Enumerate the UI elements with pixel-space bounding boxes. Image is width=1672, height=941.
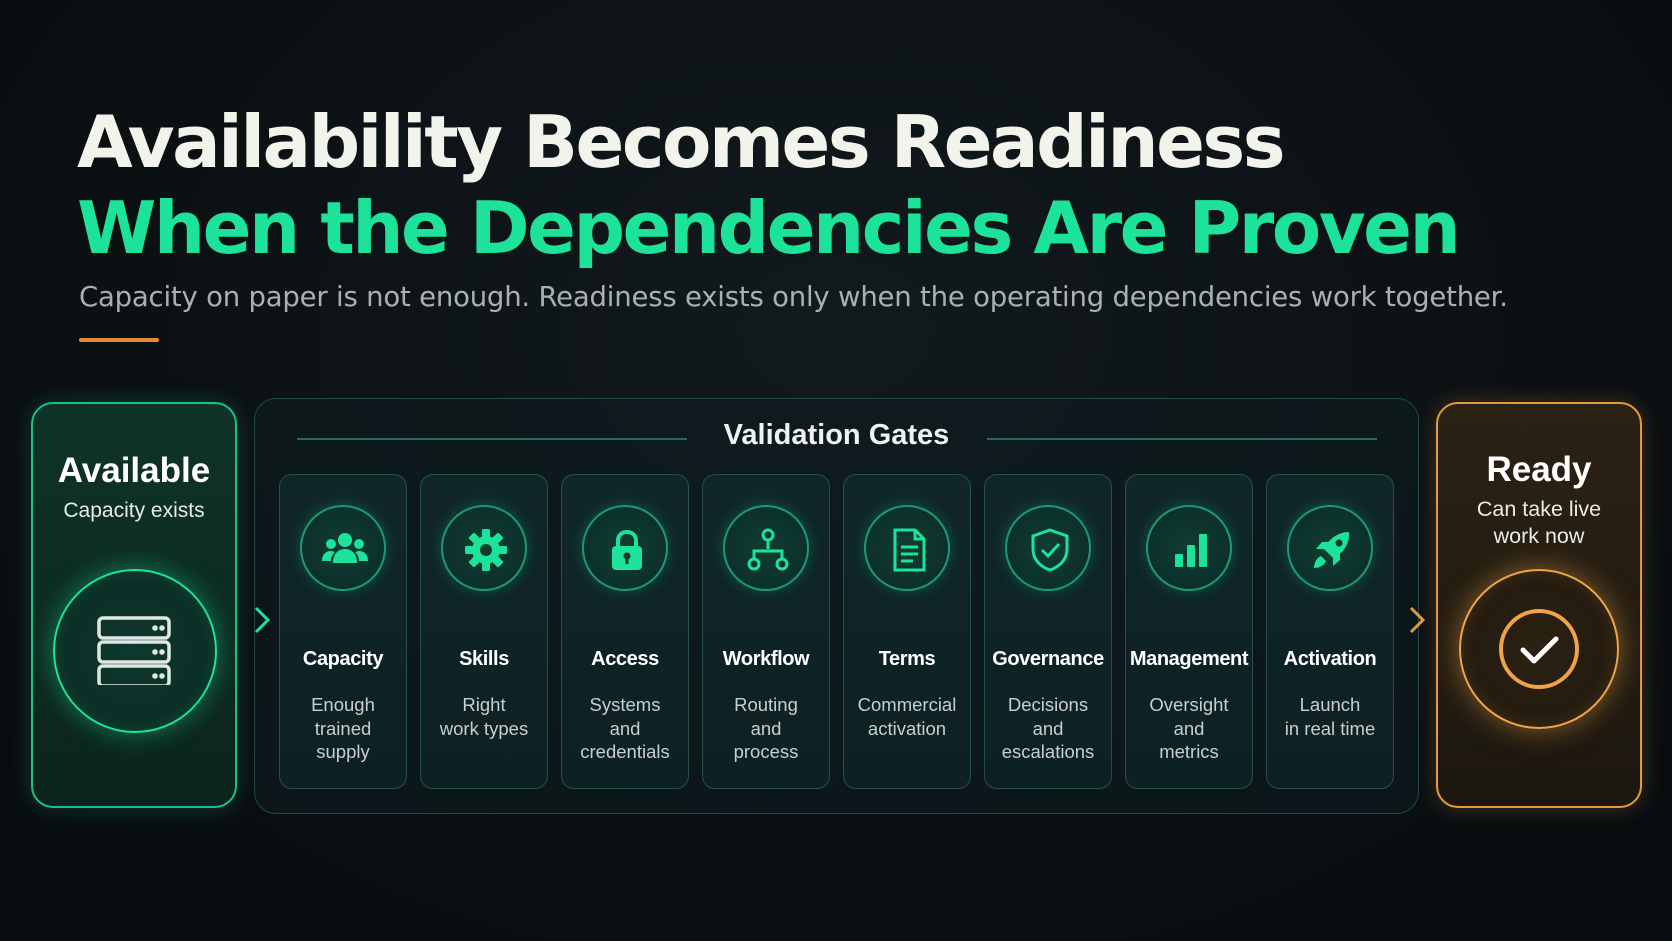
subtitle: Capacity on paper is not enough. Readine… (79, 281, 1508, 313)
available-subtitle: Capacity exists (63, 499, 205, 522)
people-icon (300, 505, 386, 591)
title-divider-left (297, 438, 687, 440)
gate-card-activation: Activation Launch in real time (1266, 474, 1394, 789)
gate-label: Skills (459, 648, 509, 670)
server-stack-icon (53, 569, 217, 733)
accent-divider (79, 338, 159, 342)
bar-chart-icon (1146, 505, 1232, 591)
gate-card-management: Management Oversight and metrics (1125, 474, 1253, 789)
available-title: Available (57, 451, 211, 490)
gate-label: Management (1129, 648, 1249, 670)
gate-label: Governance (992, 648, 1104, 670)
gate-description: Right work types (439, 694, 529, 739)
gate-description: Oversight and metrics (1149, 694, 1229, 762)
gate-card-workflow: Workflow Routing and process (702, 474, 830, 789)
title-line-1: Availability Becomes Readiness (77, 100, 1286, 184)
title-line-2: When the Dependencies Are Proven (77, 186, 1461, 270)
gate-description: Routing and process (733, 694, 799, 762)
validation-gates-title: Validation Gates (723, 419, 950, 451)
ready-title: Ready (1486, 450, 1592, 489)
lock-icon (582, 505, 668, 591)
gear-icon (441, 505, 527, 591)
rocket-icon (1287, 505, 1373, 591)
gate-label: Activation (1283, 648, 1377, 670)
workflow-icon (723, 505, 809, 591)
ready-card: Ready Can take live work now (1436, 402, 1642, 808)
shield-check-icon (1005, 505, 1091, 591)
available-card: Available Capacity exists (31, 402, 237, 808)
gate-description: Commercial activation (857, 694, 957, 739)
gate-card-terms: Terms Commercial activation (843, 474, 971, 789)
gate-label: Workflow (722, 648, 810, 670)
gate-label: Capacity (302, 648, 384, 670)
ready-subtitle: Can take live work now (1476, 497, 1602, 548)
gate-label: Access (591, 648, 659, 670)
gate-description: Launch in real time (1284, 694, 1376, 739)
arrow-into-gates-icon (254, 606, 271, 634)
gate-description: Decisions and escalations (1001, 694, 1095, 762)
gate-description: Systems and credentials (580, 694, 670, 762)
gate-label: Terms (878, 648, 936, 670)
check-circle-icon (1459, 569, 1619, 729)
gate-card-capacity: Capacity Enough trained supply (279, 474, 407, 789)
gate-card-governance: Governance Decisions and escalations (984, 474, 1112, 789)
title-divider-right (987, 438, 1377, 440)
gate-description: Enough trained supply (311, 694, 375, 762)
document-icon (864, 505, 950, 591)
gate-card-access: Access Systems and credentials (561, 474, 689, 789)
arrow-into-ready-icon (1409, 606, 1426, 634)
gate-card-skills: Skills Right work types (420, 474, 548, 789)
